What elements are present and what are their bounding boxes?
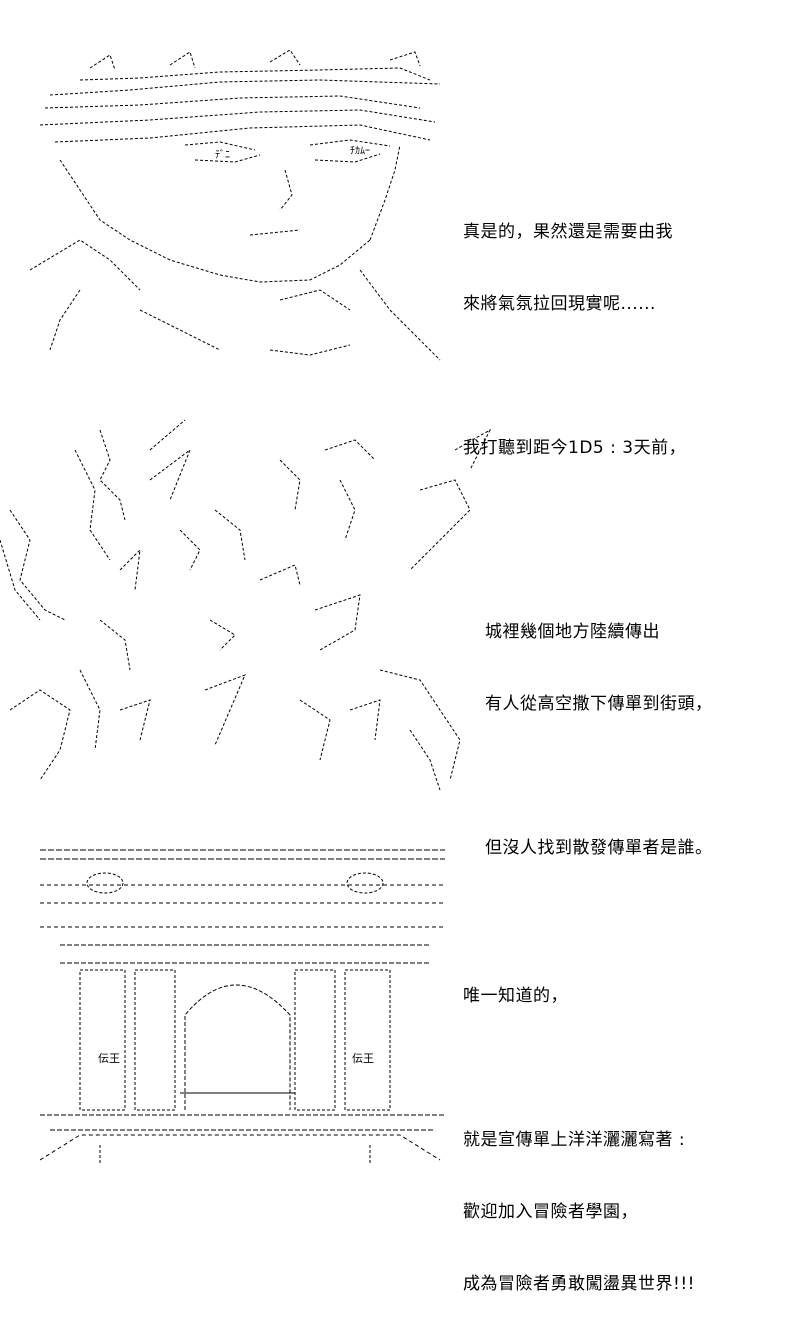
narration-line: 來將氣氛拉回現實呢......: [463, 294, 656, 314]
panel-2: 城裡幾個地方陸續傳出 有人從高空撒下傳單到街頭， 但沒人找到散發傳單者是誰。: [0, 400, 800, 858]
gate-sign-right: 伝王: [352, 1052, 374, 1065]
panel-3-narration: 唯一知道的， 就是宣傳單上洋洋灑灑寫著 : 歡迎加入冒險者學園， 成為冒險者勇敢…: [463, 936, 695, 1344]
narration-line: 歡迎加入冒險者學園，: [463, 1202, 638, 1222]
face-glyph-left: ﾃﾞﾆ: [215, 150, 230, 161]
narration-gap: [485, 764, 713, 788]
narration-line: 我打聽到距今1D5 : 3天前，: [463, 438, 687, 458]
panel-1: ﾃﾞﾆ ﾁｶﾑｰ 真是的，果然還是需要由我 來將氣氛拉回現實呢...... 我打…: [0, 0, 800, 458]
falling-flyers-ascii-art: [0, 410, 500, 800]
narration-line: 唯一知道的，: [463, 986, 568, 1006]
narration-line: 就是宣傳單上洋洋灑灑寫著 :: [463, 1130, 686, 1150]
panel-2-narration: 城裡幾個地方陸續傳出 有人從高空撒下傳單到街頭， 但沒人找到散發傳單者是誰。: [485, 572, 713, 908]
gate-building-ascii-art: 伝王 伝王: [40, 845, 450, 1165]
narration-gap: [463, 364, 686, 388]
narration-line: 有人從高空撒下傳單到街頭，: [485, 694, 713, 714]
face-headband-ascii-art: ﾃﾞﾆ ﾁｶﾑｰ: [20, 50, 450, 370]
narration-line: 城裡幾個地方陸續傳出: [485, 622, 660, 642]
narration-line: 但沒人找到散發傳單者是誰。: [485, 838, 713, 858]
narration-line: 成為冒險者勇敢闖盪異世界!!!: [463, 1274, 695, 1294]
gate-sign-left: 伝王: [98, 1052, 120, 1065]
face-glyph-right: ﾁｶﾑｰ: [350, 146, 370, 157]
panel-1-narration: 真是的，果然還是需要由我 來將氣氛拉回現實呢...... 我打聽到距今1D5 :…: [463, 172, 686, 508]
panel-3: 伝王 伝王 唯一知道的， 就是宣傳單上洋洋灑灑寫著 : 歡迎加入冒險者學園， 成…: [0, 830, 800, 1294]
narration-line: 真是的，果然還是需要由我: [463, 222, 673, 242]
narration-gap: [463, 1056, 695, 1080]
